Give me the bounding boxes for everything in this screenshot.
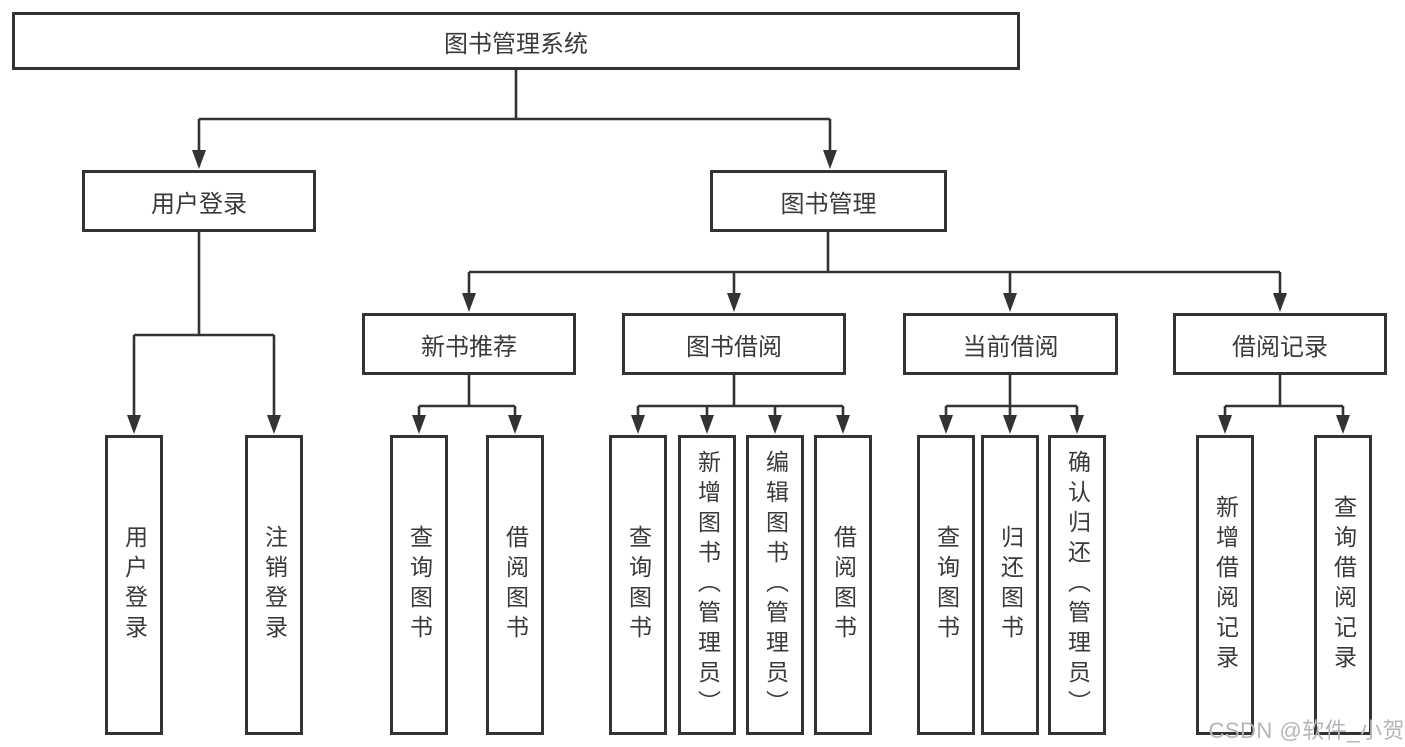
node-borrowing-records: 借阅记录 [1173,313,1387,375]
leaf-borrow-books-recommend: 借阅图书 [486,435,544,735]
node-user-login: 用户登录 [82,170,316,232]
leaf-confirm-return-admin: 确认归还（管理员） [1048,435,1106,735]
node-current-borrowing: 当前借阅 [903,313,1118,375]
leaf-add-book-admin: 新增图书（管理员） [678,435,736,735]
leaf-borrow-books-borrowing: 借阅图书 [814,435,872,735]
leaf-add-borrow-record: 新增借阅记录 [1196,435,1254,735]
watermark: CSDN @软件_小贺同学 [1208,718,1405,743]
leaf-query-books-recommend: 查询图书 [390,435,448,735]
node-library-system: 图书管理系统 [12,12,1020,70]
node-book-borrowing: 图书借阅 [622,313,846,375]
leaf-query-books-borrowing: 查询图书 [609,435,667,735]
leaf-user-login: 用户登录 [105,435,163,735]
node-book-management: 图书管理 [710,170,947,232]
node-new-book-recommend: 新书推荐 [362,313,576,375]
leaf-logout: 注销登录 [245,435,303,735]
leaf-query-books-current: 查询图书 [917,435,975,735]
leaf-query-borrow-record: 查询借阅记录 [1314,435,1372,735]
leaf-edit-book-admin: 编辑图书（管理员） [746,435,804,735]
leaf-return-books: 归还图书 [981,435,1039,735]
